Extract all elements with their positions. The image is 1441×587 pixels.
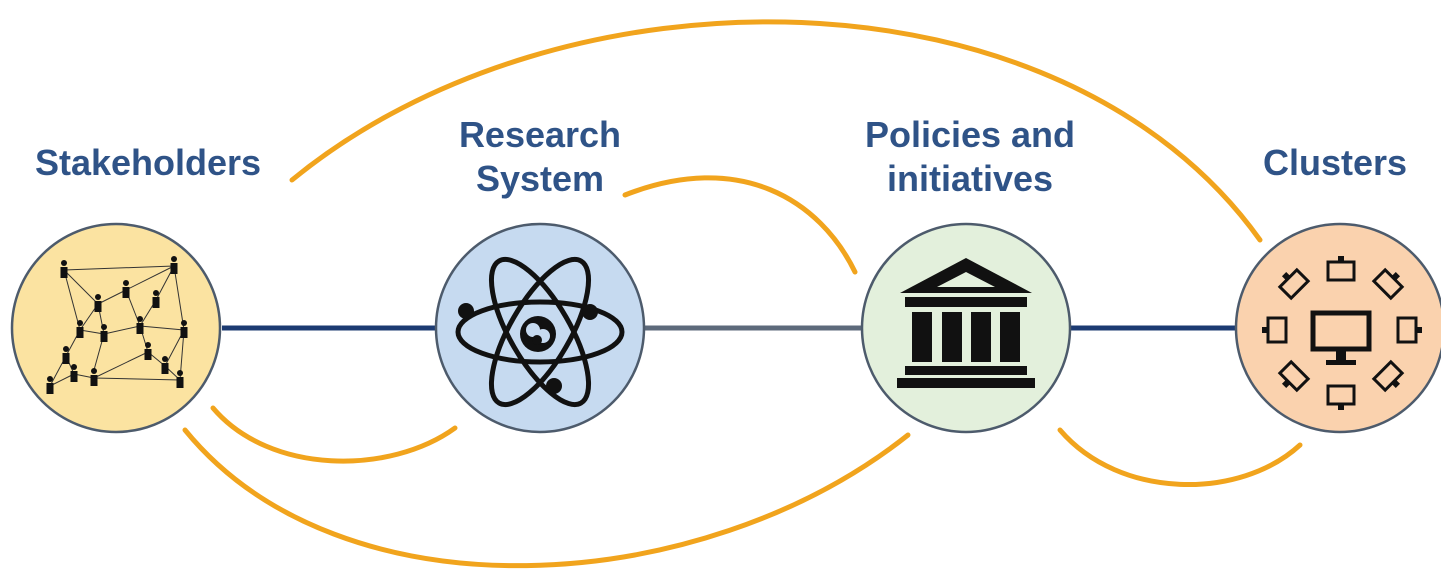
arc-stakeholders-clusters	[289, 19, 1263, 243]
policies-node	[860, 222, 1072, 434]
research-system-label: Research System	[420, 113, 660, 201]
policies-label-line-1: Policies and	[864, 114, 1076, 155]
clusters-node	[1234, 222, 1441, 434]
arc-stakeholders-policies	[182, 427, 911, 569]
policies-label: Policies and initiatives	[820, 113, 1120, 201]
arc-stakeholders-research	[210, 405, 458, 464]
stakeholders-node	[10, 222, 222, 434]
policies-label-line-2: initiatives	[886, 158, 1054, 199]
clusters-label-line: Clusters	[1262, 142, 1408, 183]
research-system-label-line-2: System	[475, 158, 605, 199]
atom-icon	[455, 256, 625, 408]
stakeholders-label: Stakeholders	[8, 141, 288, 185]
institution-building-icon	[897, 258, 1035, 388]
clusters-label: Clusters	[1230, 141, 1440, 185]
arc-policies-clusters	[1057, 427, 1303, 487]
stakeholders-label-line: Stakeholders	[34, 142, 262, 183]
people-network-icon	[46, 256, 188, 394]
arc-research-policies	[622, 175, 858, 275]
connected-devices-icon	[1262, 256, 1422, 410]
research-system-label-line-1: Research	[458, 114, 622, 155]
research-system-node	[434, 222, 646, 434]
